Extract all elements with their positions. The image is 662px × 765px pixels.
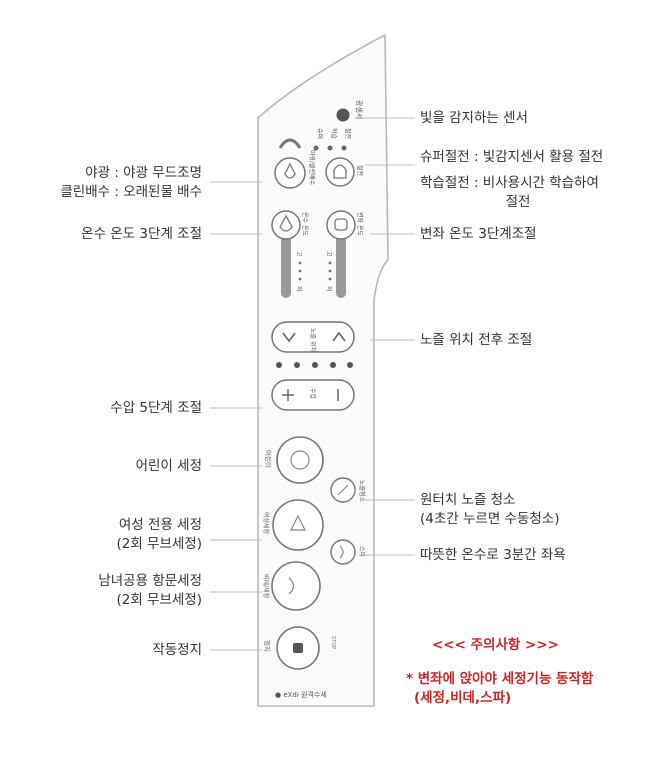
night-light-button[interactable]: [274, 138, 306, 189]
super-indicator-label: 슈퍼: [316, 128, 324, 139]
label-learning-saving-1: 학습절전 : 비사용시간 학습하여: [420, 175, 599, 191]
pressure-button[interactable]: [271, 379, 355, 411]
nozzle-clean-button[interactable]: [330, 477, 356, 503]
water-temp-button[interactable]: [271, 210, 301, 298]
seat-temp-button[interactable]: [326, 210, 356, 298]
common-label: 비데/세정: [262, 574, 270, 598]
water-temp-low: 저: [295, 286, 303, 292]
stop-button[interactable]: [276, 626, 320, 670]
label-seat-temp: 변좌 온도 3단계조절: [420, 226, 537, 242]
label-nozzle-clean-2: (4초간 누르면 수동청소): [420, 511, 560, 527]
water-temp-level-dots: [298, 261, 302, 281]
saving-button[interactable]: [325, 157, 355, 187]
saving-label: 절전: [356, 165, 364, 176]
seat-temp-level-dots: [328, 261, 332, 281]
seat-temp-low: 저: [325, 286, 333, 292]
child-wash-button[interactable]: [276, 436, 324, 484]
label-common-wash-1: 남녀공용 항문세정: [98, 573, 202, 589]
label-child-wash: 어린이 세정: [135, 458, 202, 474]
light-sensor: [336, 108, 350, 122]
pressure-label: 수압: [309, 388, 317, 400]
seat-temp-label: 변좌 온도: [356, 212, 364, 236]
label-stop: 작동정지: [152, 642, 202, 658]
seat-temp-high: 고: [325, 251, 332, 257]
label-super-saving: 슈퍼절전 : 빛감지센서 활용 절전: [420, 149, 604, 165]
brand-logo: ● eXdi 원격수세: [275, 690, 327, 699]
nozzle-clean-label: 노즐청소: [358, 480, 365, 503]
label-nozzle-position: 노즐 위치 전후 조절: [420, 332, 533, 348]
notice-line-1: * 변좌에 앉아야 세정기능 동작함: [406, 671, 594, 687]
label-night-light: 야광 : 야광 무드조명: [85, 165, 202, 181]
saving-indicators: [313, 145, 347, 151]
stop-label: 정지: [263, 640, 272, 652]
plus-icon: [282, 389, 294, 401]
spa-button[interactable]: [330, 539, 356, 565]
learning-indicator-label: 학습: [330, 128, 338, 140]
chevron-down-icon: [282, 332, 296, 343]
label-learning-saving-2: 절전: [505, 194, 531, 210]
label-sensor: 빛을 감지하는 센서: [420, 110, 528, 126]
nozzle-position-button[interactable]: [271, 321, 355, 353]
leader-lines: [210, 117, 415, 651]
water-temp-label: 온수 온도: [301, 212, 308, 236]
sensor-label: 광센서: [355, 100, 364, 119]
label-pressure: 수압 5단계 조절: [110, 400, 202, 416]
child-label: 어린이: [264, 450, 273, 468]
stop-sub-label: STOP: [330, 636, 336, 649]
label-female-wash-2: (2회 무브세정): [116, 536, 202, 552]
label-common-wash-2: (2회 무브세정): [116, 592, 202, 608]
chevron-up-icon: [332, 331, 346, 342]
female-wash-button[interactable]: [272, 499, 324, 551]
spa-label: 스파: [358, 546, 366, 558]
nozzle-position-label: 노즐 위치: [309, 328, 317, 352]
water-temp-high: 고: [295, 251, 302, 257]
label-water-temp: 온수 온도 3단계 조절: [81, 226, 202, 242]
pressure-level-dots: [276, 362, 353, 368]
label-female-wash-1: 여성 전용 세정: [118, 517, 202, 533]
night-light-label: 야광/클린배수: [308, 150, 316, 186]
notice-line-2: (세정,비데,스파): [414, 690, 512, 706]
label-clean-drain: 클린배수 : 오래된물 배수: [60, 184, 202, 200]
female-label: 여성세정: [262, 512, 270, 534]
power-indicator-label: 절전: [344, 128, 352, 139]
common-wash-button[interactable]: [271, 561, 321, 611]
label-spa: 따뜻한 온수로 3분간 좌욕: [420, 547, 566, 563]
label-nozzle-clean-1: 원터치 노즐 청소: [420, 492, 516, 508]
notice-title: <<< 주의사항 >>>: [432, 637, 559, 653]
